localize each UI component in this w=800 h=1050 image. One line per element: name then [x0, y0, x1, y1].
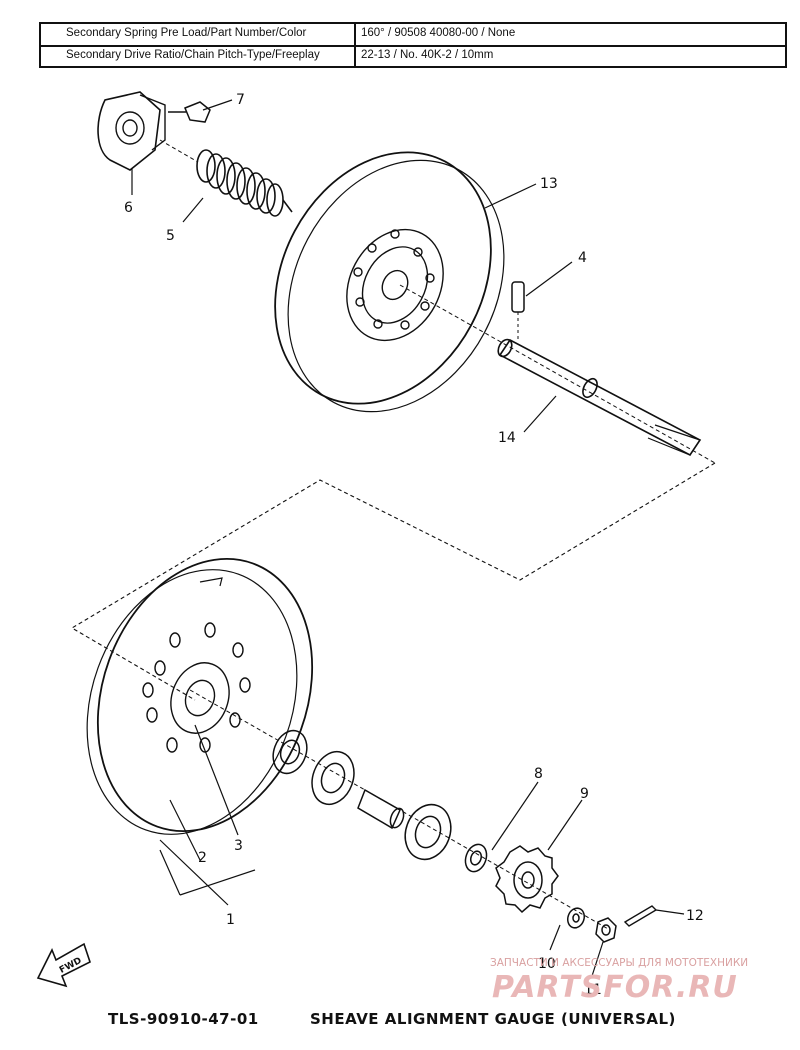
leader-lines [131, 99, 685, 977]
callout-number: 14 [498, 430, 516, 446]
callout-number: 1 [226, 912, 235, 928]
watermark-logo: PARTSFOR.RU [492, 970, 738, 1005]
watermark-tagline: ЗАПЧАСТИ И АКСЕССУАРЫ ДЛЯ МОТОТЕХНИКИ [490, 957, 749, 969]
bearing-part [311, 750, 355, 806]
callout-number: 10 [538, 956, 556, 972]
spec-value: 160° / 90508 40080-00 / None [361, 27, 516, 39]
shaft-part [497, 338, 702, 457]
pin-part [511, 281, 525, 340]
sprocket-part [495, 845, 559, 914]
forward-arrow-icon: FWD [36, 942, 91, 988]
callout-number: 9 [580, 786, 589, 802]
nut-part [595, 917, 617, 943]
callout-number: 13 [540, 176, 558, 192]
sheave-disc-part [274, 151, 505, 413]
callout-number: 6 [124, 200, 133, 216]
bearing-part [404, 803, 452, 861]
callout-number: 5 [166, 228, 175, 244]
washer-part [566, 907, 586, 929]
spec-value: 22-13 / No. 40K-2 / 10mm [361, 49, 494, 61]
spec-row: Secondary Spring Pre Load/Part Number/Co… [41, 24, 785, 47]
callout-number: 3 [234, 838, 243, 854]
callout-number: 2 [198, 850, 207, 866]
callout-number: 12 [686, 908, 704, 924]
callout-number: 11 [584, 982, 602, 998]
bearing-part [272, 729, 308, 775]
tool-title: SHEAVE ALIGNMENT GAUGE (UNIVERSAL) [310, 1010, 676, 1028]
spring-part [196, 149, 293, 217]
spacer-part [357, 788, 405, 830]
shaft-axis [399, 284, 716, 464]
callout-number: 4 [578, 250, 587, 266]
leader-line [159, 139, 199, 163]
spec-row: Secondary Drive Ratio/Chain Pitch-Type/F… [41, 46, 785, 67]
spec-table: Secondary Spring Pre Load/Part Number/Co… [39, 22, 787, 68]
collar-part [464, 843, 488, 873]
slider-part [168, 101, 211, 123]
cam-housing-part [97, 91, 166, 171]
tool-part-number: TLS-90910-47-01 [108, 1010, 259, 1028]
spec-label: Secondary Spring Pre Load/Part Number/Co… [66, 27, 307, 39]
callout-number: 7 [236, 92, 245, 108]
fixed-sheave-part [86, 557, 314, 835]
callout-number: 8 [534, 766, 543, 782]
spec-label: Secondary Drive Ratio/Chain Pitch-Type/F… [66, 49, 320, 61]
